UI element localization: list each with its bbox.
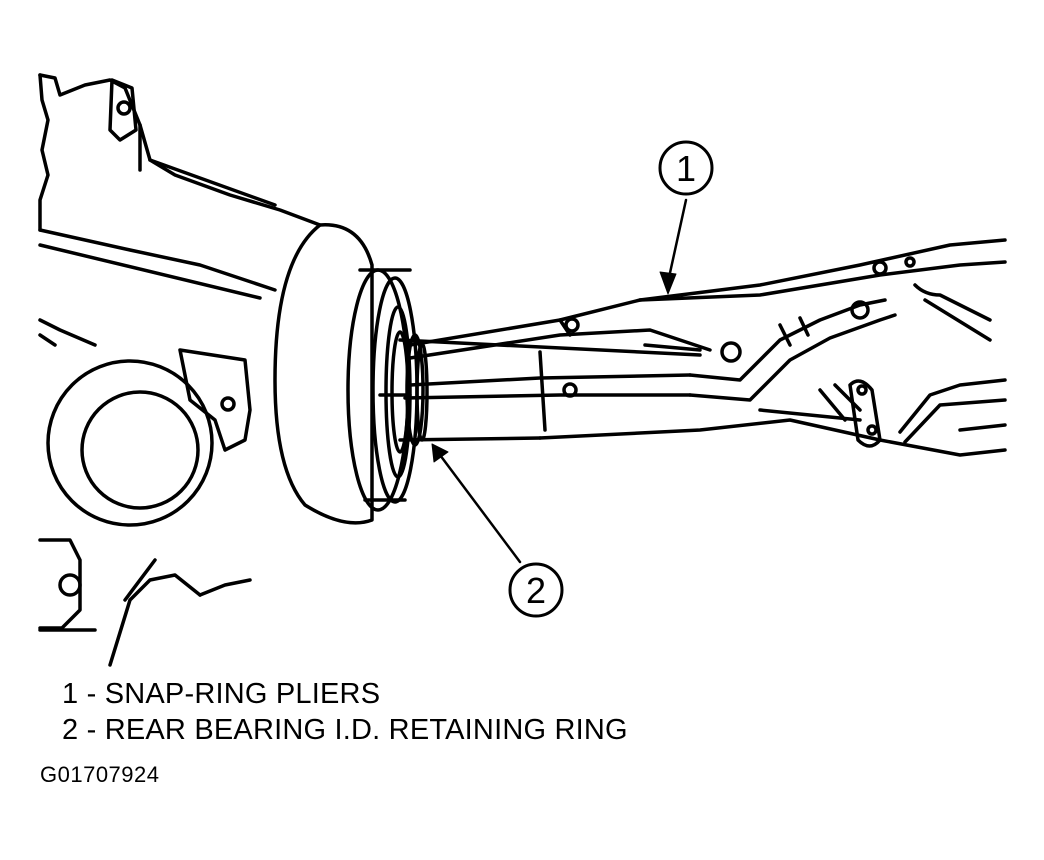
assembly-illustration: 1 2 <box>38 73 1007 667</box>
callout-1-leader <box>666 198 688 284</box>
legend-item-2: 2 - REAR BEARING I.D. RETAINING RING <box>62 714 628 746</box>
callout-2-number: 2 <box>526 570 546 611</box>
callout-2: 2 <box>431 443 564 618</box>
legend-item-1: 1 - SNAP-RING PLIERS <box>62 678 381 710</box>
callout-1: 1 <box>658 140 714 295</box>
callout-1-arrowhead <box>659 271 677 295</box>
snap-ring-pliers <box>403 238 1007 457</box>
transfer-case-housing <box>38 73 419 667</box>
callout-1-circle <box>658 140 714 196</box>
callout-2-leader <box>438 453 522 564</box>
figure-id: G01707924 <box>40 762 160 787</box>
callout-1-number: 1 <box>676 148 696 189</box>
parts-legend: 1 - SNAP-RING PLIERS 2 - REAR BEARING I.… <box>62 676 628 748</box>
callout-2-arrowhead <box>431 443 449 463</box>
callout-2-circle <box>508 562 564 618</box>
